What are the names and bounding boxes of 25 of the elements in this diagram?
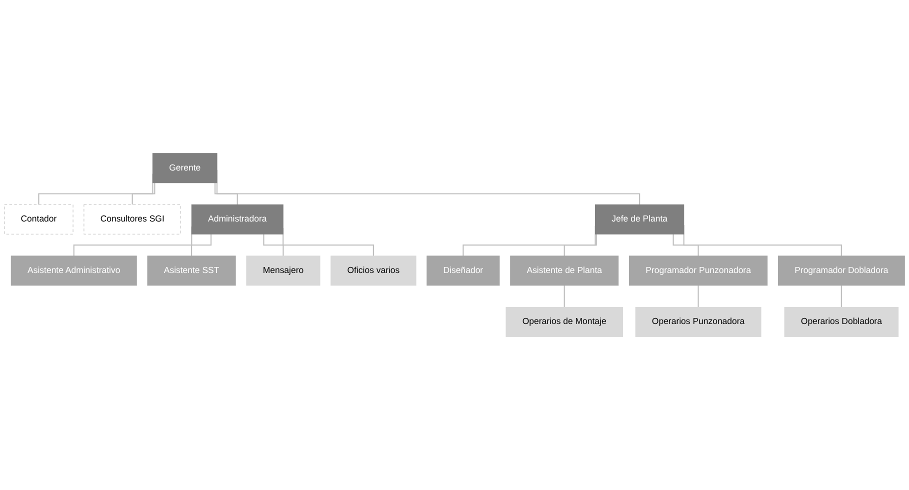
- node-box: Gerente: [152, 153, 218, 184]
- node-box: Asistente SST: [147, 256, 236, 286]
- connector: [214, 182, 238, 206]
- connector: [672, 234, 699, 256]
- connector: [840, 285, 842, 308]
- connector: [132, 182, 156, 206]
- node-box: Programador Dobladora: [778, 256, 905, 286]
- node-box: Diseñador: [426, 256, 500, 286]
- node-box: Programador Punzonadora: [628, 256, 768, 286]
- node-box: Consultores SGI: [84, 204, 181, 234]
- connector: [564, 234, 597, 256]
- node-box: Asistente de Planta: [510, 256, 619, 286]
- node-box: Jefe de Planta: [595, 204, 684, 234]
- node-box: Oficios varios: [330, 256, 416, 286]
- node-box: Administradora: [191, 204, 284, 234]
- connector: [263, 234, 284, 256]
- node-box: Operarios Punzonadora: [635, 306, 762, 337]
- node-box: Operarios de Montaje: [506, 306, 623, 337]
- connector: [564, 285, 565, 308]
- connector: [698, 285, 699, 308]
- node-box: Operarios Dobladora: [784, 306, 899, 337]
- node-box: Contador: [4, 204, 74, 234]
- connector: [190, 234, 212, 256]
- node-box: Mensajero: [246, 256, 320, 286]
- node-box: Asistente Administrativo: [10, 256, 137, 286]
